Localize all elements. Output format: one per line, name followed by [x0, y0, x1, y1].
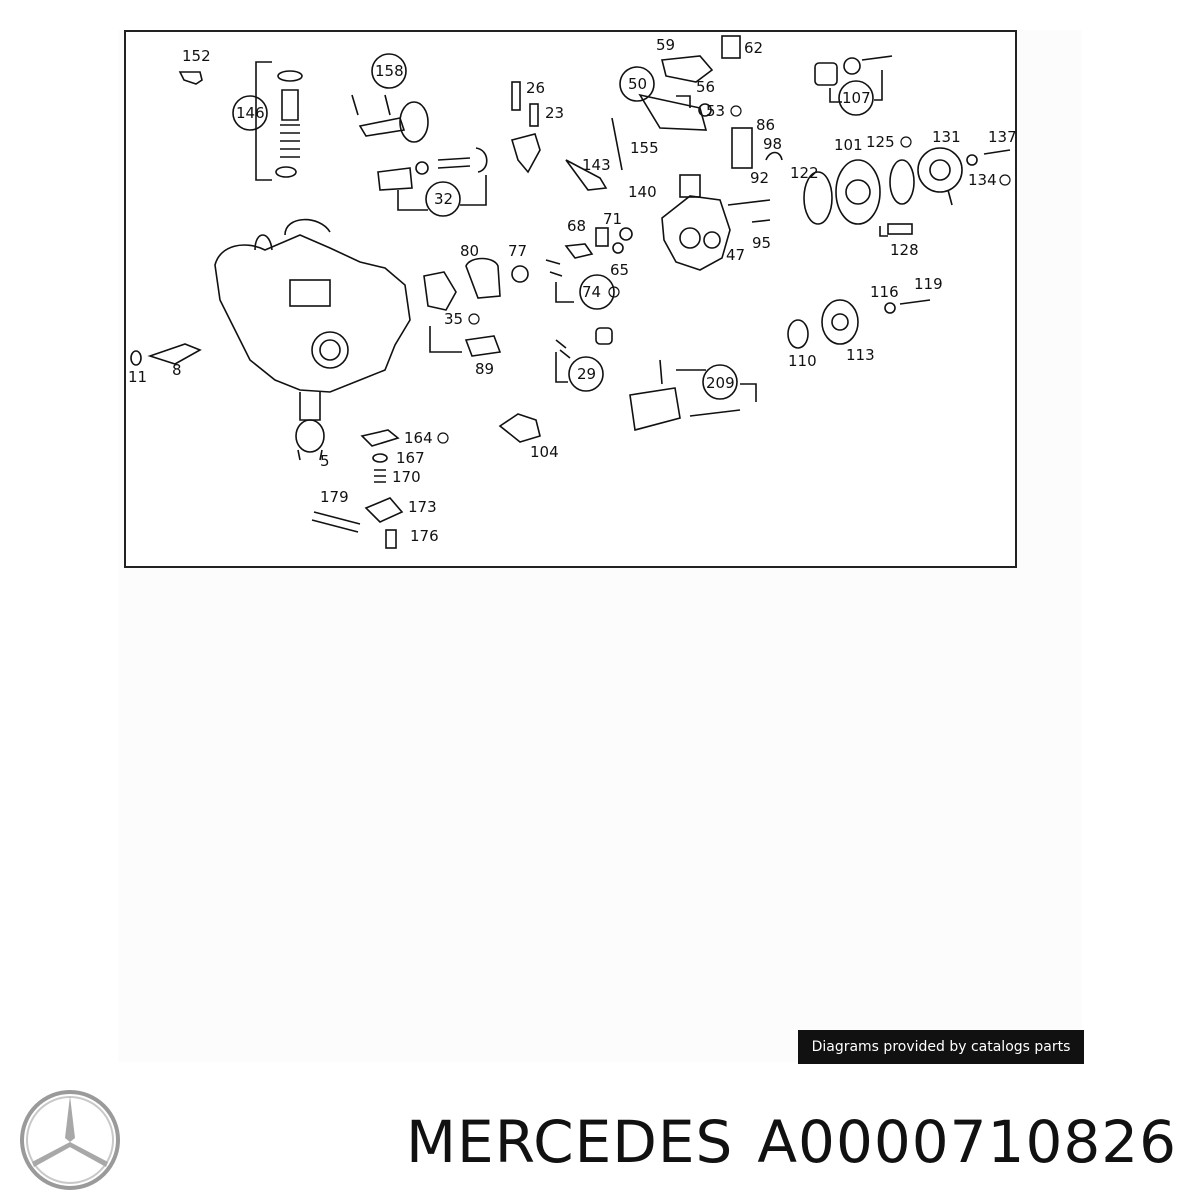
label-26: 26	[526, 79, 545, 97]
label-35: 35	[444, 310, 463, 328]
label-173: 173	[408, 498, 437, 516]
label-113: 113	[846, 346, 875, 364]
label-8: 8	[172, 361, 182, 379]
label-152: 152	[182, 47, 211, 65]
label-50: 50	[628, 75, 647, 93]
label-68: 68	[567, 217, 586, 235]
label-167: 167	[396, 449, 425, 467]
label-125: 125	[866, 133, 895, 151]
label-77: 77	[508, 242, 527, 260]
diagram-frame	[124, 30, 1017, 568]
label-32: 32	[434, 190, 453, 208]
label-155: 155	[630, 139, 659, 157]
label-119: 119	[914, 275, 943, 293]
label-98: 98	[763, 135, 782, 153]
label-158: 158	[375, 62, 404, 80]
label-110: 110	[788, 352, 817, 370]
label-137: 137	[988, 128, 1017, 146]
mercedes-star-icon	[20, 1090, 120, 1190]
label-143: 143	[582, 156, 611, 174]
label-92: 92	[750, 169, 769, 187]
label-140: 140	[628, 183, 657, 201]
part-number: A0000710826	[757, 1108, 1178, 1176]
label-95: 95	[752, 234, 771, 252]
product-title: MERCEDES A0000710826	[406, 1108, 1177, 1176]
label-62: 62	[744, 39, 763, 57]
label-11: 11	[128, 368, 147, 386]
brand-name: MERCEDES	[406, 1108, 734, 1176]
label-209: 209	[706, 374, 735, 392]
label-74: 74	[582, 283, 601, 301]
label-146: 146	[236, 104, 265, 122]
label-131: 131	[932, 128, 961, 146]
label-86: 86	[756, 116, 775, 134]
diagram-credit-caption: Diagrams provided by catalogs parts	[798, 1030, 1084, 1064]
label-176: 176	[410, 527, 439, 545]
label-179: 179	[320, 488, 349, 506]
label-122: 122	[790, 164, 819, 182]
label-170: 170	[392, 468, 421, 486]
label-89: 89	[475, 360, 494, 378]
label-59: 59	[656, 36, 675, 54]
label-5: 5	[320, 452, 330, 470]
label-128: 128	[890, 241, 919, 259]
label-80: 80	[460, 242, 479, 260]
label-53: 53	[706, 102, 725, 120]
label-116: 116	[870, 283, 899, 301]
label-47: 47	[726, 246, 745, 264]
label-65: 65	[610, 261, 629, 279]
label-71: 71	[603, 210, 622, 228]
label-23: 23	[545, 104, 564, 122]
label-134: 134	[968, 171, 997, 189]
label-29: 29	[577, 365, 596, 383]
label-164: 164	[404, 429, 433, 447]
label-56: 56	[696, 78, 715, 96]
label-104: 104	[530, 443, 559, 461]
label-107: 107	[842, 89, 871, 107]
label-101: 101	[834, 136, 863, 154]
